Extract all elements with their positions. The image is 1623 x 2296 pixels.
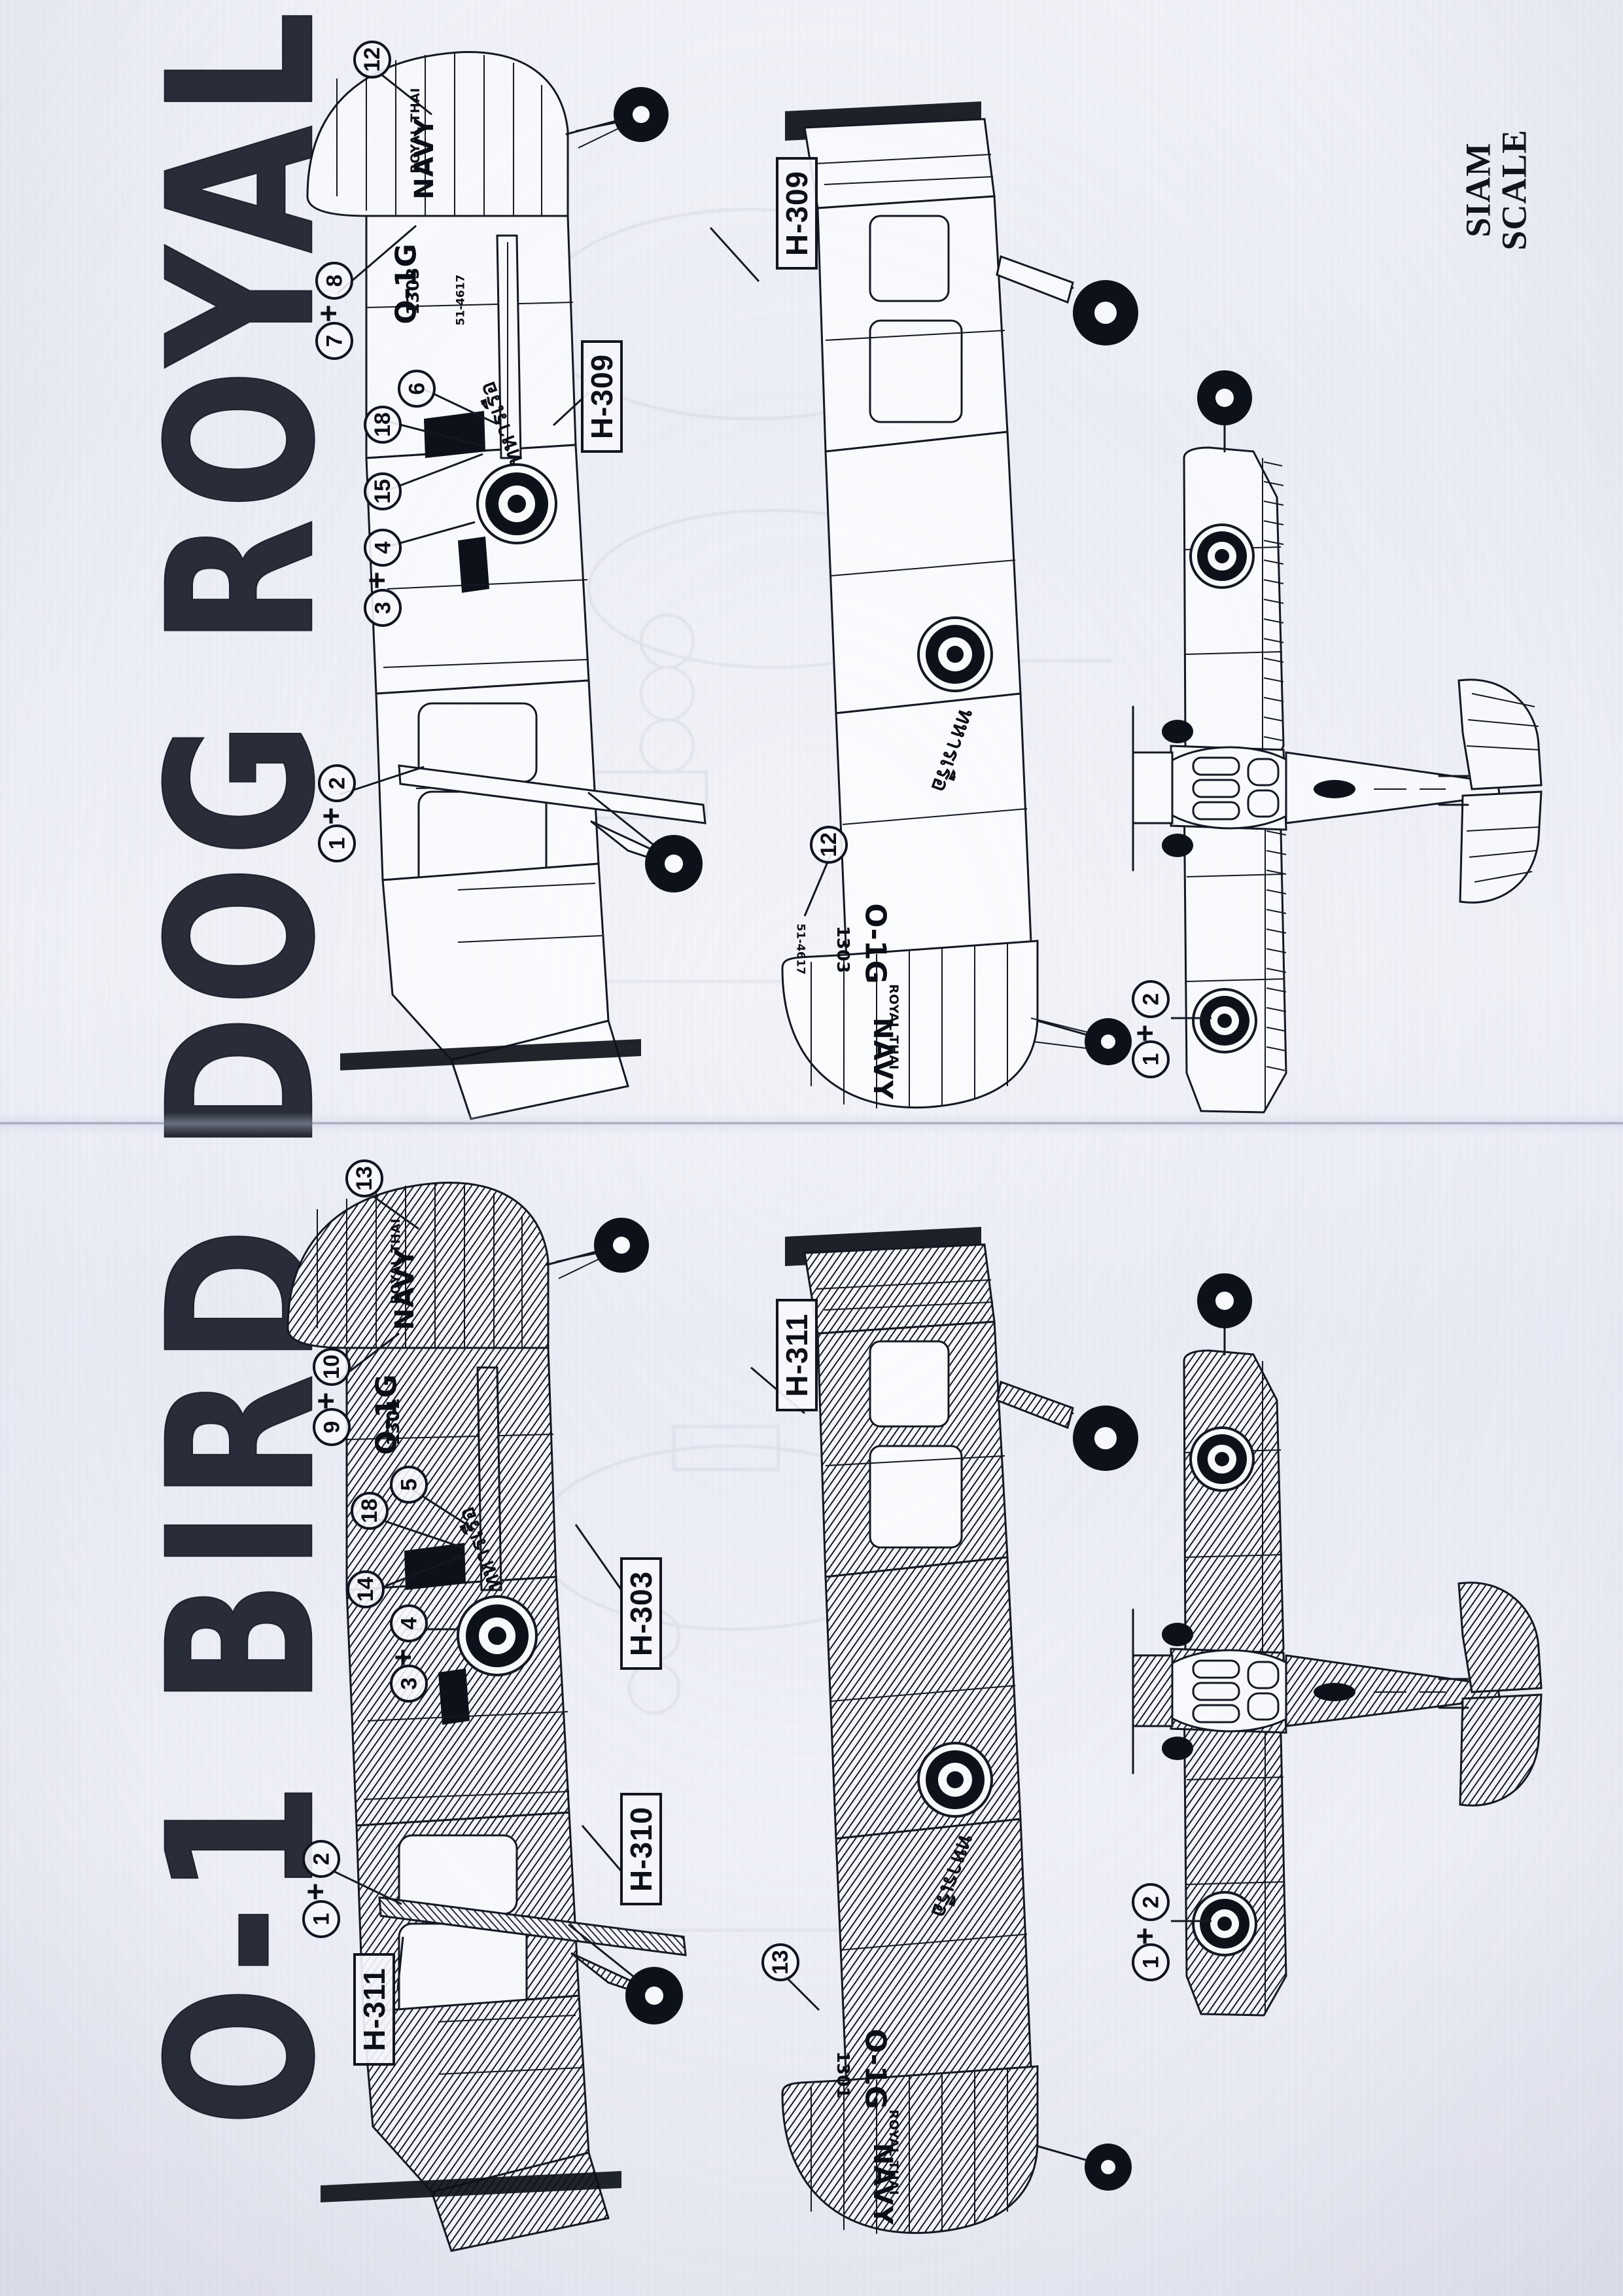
- callout-5-lower-left[interactable]: 5: [390, 1466, 428, 1504]
- callout-7-upper-left[interactable]: 7: [315, 322, 353, 360]
- view-upper-left-profile: [306, 50, 707, 1120]
- stencil-navy-upper-middle: NAVY: [867, 1017, 898, 1100]
- callout-1-upper-right[interactable]: 1: [1132, 1040, 1170, 1078]
- callout-3-upper-left[interactable]: 3: [364, 589, 402, 627]
- stencil-serial-lower-left: 1301: [384, 1398, 404, 1446]
- callout-15-upper-left[interactable]: 15: [364, 472, 402, 510]
- callout-2-lower-left[interactable]: 2: [302, 1840, 340, 1878]
- paper-fold-line: [0, 1122, 1623, 1125]
- label-h303: H-303: [620, 1557, 662, 1670]
- stencil-serial-upper-left: 1303: [404, 267, 424, 315]
- stencil-navy-lower-middle: NAVY: [867, 2143, 898, 2225]
- callout-1-lower-left[interactable]: 1: [302, 1900, 340, 1938]
- callout-2-upper-right[interactable]: 2: [1132, 980, 1170, 1018]
- callout-1-lower-right[interactable]: 1: [1132, 1943, 1170, 1981]
- stencil-navy-lower-left: NAVY: [389, 1248, 420, 1330]
- view-upper-middle-top: [781, 101, 1138, 1109]
- stencil-navy-upper-left: NAVY: [409, 117, 440, 200]
- callout-12-upper-middle[interactable]: 12: [810, 826, 848, 864]
- callout-combiner-3-4-lower: +: [385, 1648, 420, 1667]
- label-h309-top: H-309: [776, 157, 818, 270]
- callout-13-lower-middle[interactable]: 13: [761, 1943, 799, 1981]
- stencil-small-serial-upper-middle: 51-4617: [794, 923, 807, 975]
- view-lower-left-profile: [287, 1181, 687, 2252]
- callout-14-lower-left[interactable]: 14: [347, 1570, 385, 1608]
- callout-2-upper-left[interactable]: 2: [318, 764, 356, 802]
- view-lower-right-plan: [1132, 1273, 1543, 2017]
- callout-8-upper-left[interactable]: 8: [315, 262, 353, 300]
- callout-combiner-1-2-upper-right: +: [1127, 1024, 1162, 1042]
- callout-combiner-3-4: +: [359, 571, 394, 590]
- callout-combiner-9-10: +: [308, 1392, 343, 1410]
- callout-combiner-1-2-lower-right: +: [1127, 1927, 1162, 1945]
- callout-combiner-1-2-upper-left: +: [313, 807, 348, 825]
- label-h310: H-310: [620, 1793, 662, 1905]
- callout-combiner-7-8: +: [311, 304, 345, 323]
- stencil-serial-lower-middle: 1301: [833, 2051, 853, 2099]
- label-h309-profile: H-309: [581, 340, 623, 453]
- callout-6-upper-left[interactable]: 6: [398, 370, 436, 408]
- callout-18-upper-left[interactable]: 18: [364, 406, 402, 444]
- callout-1-upper-left[interactable]: 1: [318, 824, 356, 862]
- callout-9-lower-left[interactable]: 9: [313, 1408, 351, 1446]
- callout-18-lower-left[interactable]: 18: [351, 1492, 389, 1530]
- callout-4-upper-left[interactable]: 4: [364, 529, 402, 567]
- stencil-type-lower-middle: O-1G: [858, 2028, 892, 2110]
- label-h311-left: H-311: [353, 1953, 395, 2066]
- callout-13-lower-left[interactable]: 13: [345, 1159, 383, 1197]
- callout-4-lower-left[interactable]: 4: [390, 1604, 428, 1642]
- callout-10-lower-left[interactable]: 10: [313, 1348, 351, 1386]
- callout-2-lower-right[interactable]: 2: [1132, 1883, 1170, 1921]
- label-h311-top: H-311: [776, 1299, 818, 1411]
- callout-combiner-1-2-lower-left: +: [298, 1882, 332, 1901]
- stencil-serial-upper-middle: 1303: [833, 925, 853, 974]
- stencil-small-serial-upper-left: 51-4617: [454, 274, 468, 326]
- callout-3-lower-left[interactable]: 3: [390, 1665, 428, 1703]
- view-upper-right-plan: [1132, 370, 1543, 1114]
- callout-12-upper-left[interactable]: 12: [353, 41, 391, 79]
- stencil-type-upper-middle: O-1G: [858, 903, 892, 984]
